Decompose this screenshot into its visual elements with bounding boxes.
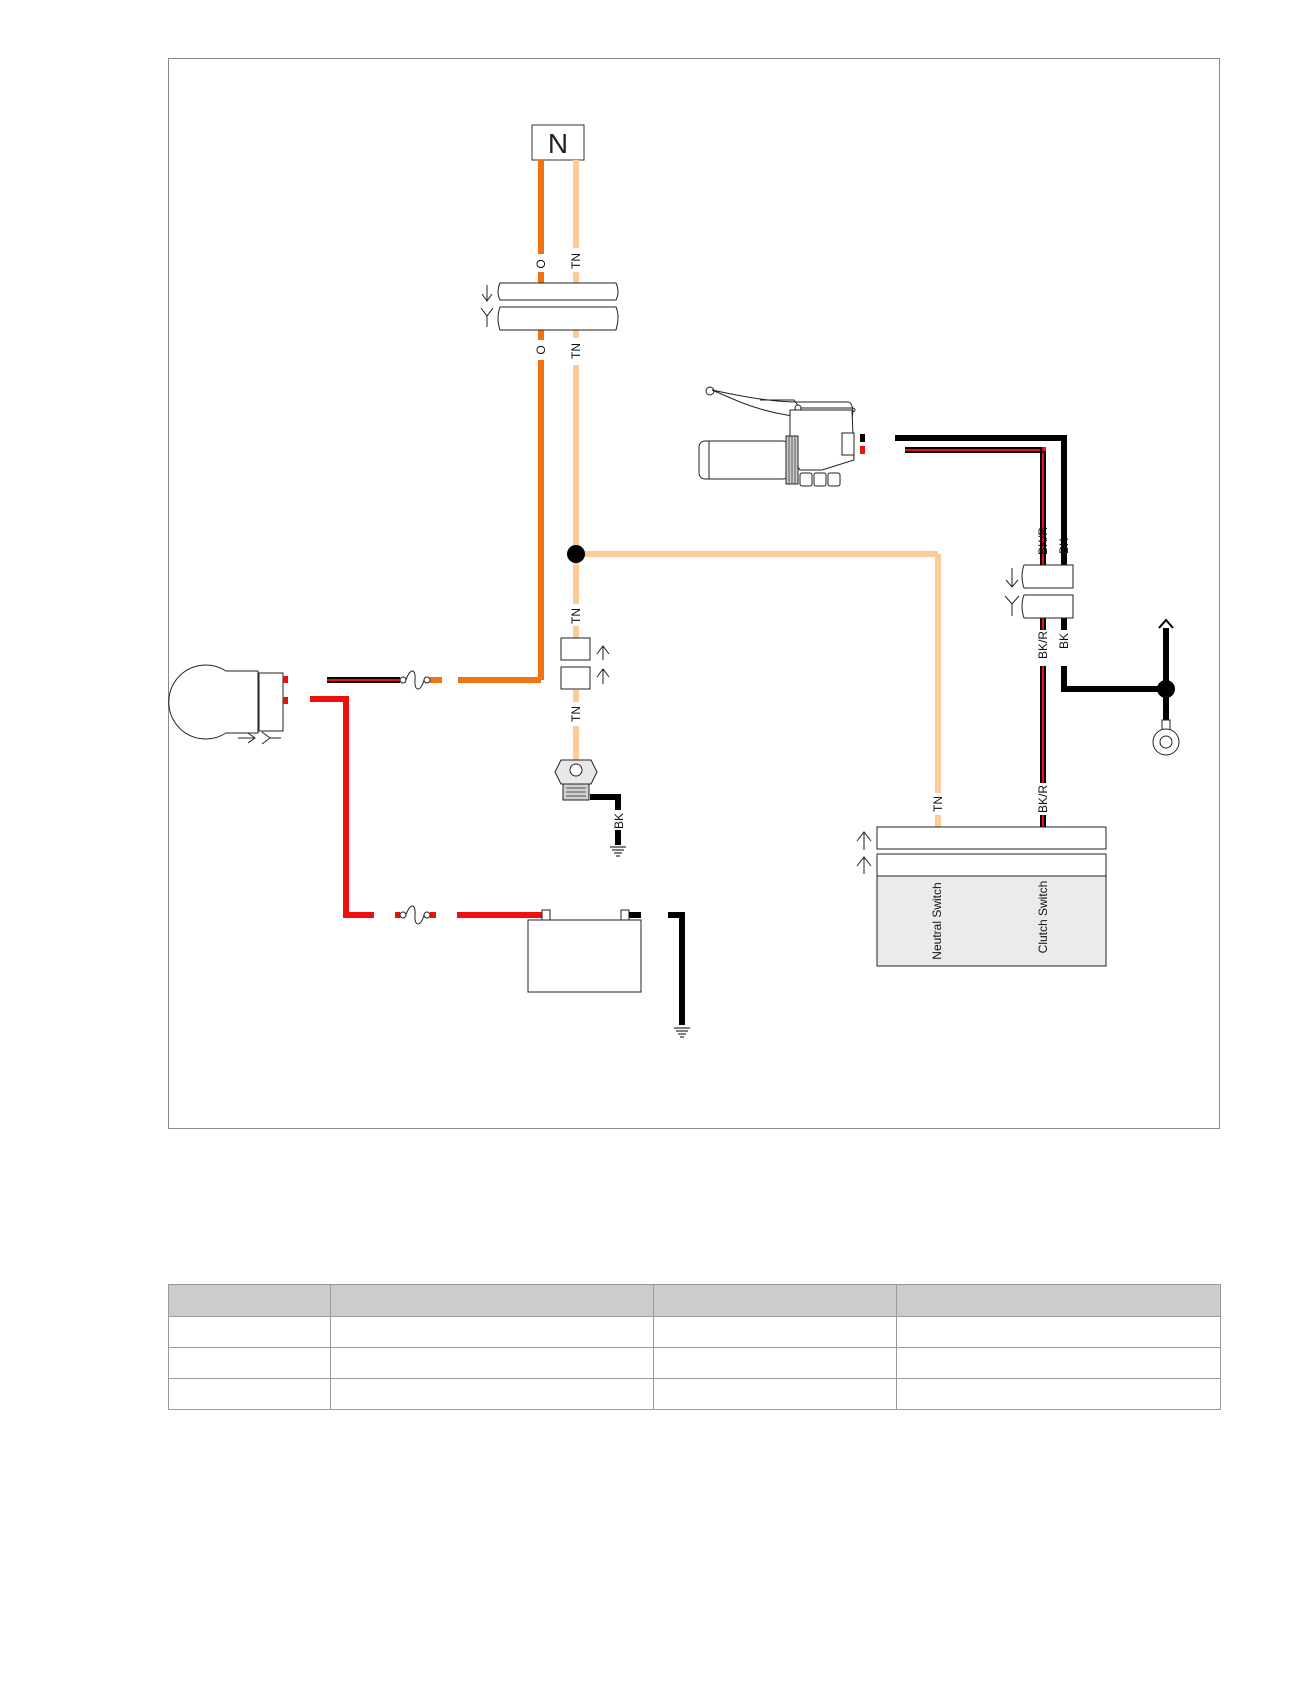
- table-row: [168, 1378, 1221, 1410]
- ground-icon: [673, 1027, 691, 1038]
- wire-label-sensor-ground: BK: [612, 813, 626, 829]
- upper-connector: [480, 282, 619, 331]
- battery-ground-wire: [668, 912, 691, 1038]
- clutch-switch-wires: [895, 435, 1166, 827]
- table-row: [168, 1347, 1221, 1379]
- orange-wire: [430, 160, 544, 683]
- table-cell: [653, 1378, 897, 1410]
- wire-label-tan-sensor-lower: TN: [569, 706, 583, 722]
- table-row: [168, 1316, 1221, 1348]
- battery-icon: [527, 909, 642, 993]
- ring-terminal-icon: [1152, 719, 1180, 756]
- table-header-cell: [653, 1284, 897, 1317]
- connector-icon: [856, 831, 872, 874]
- ground-icon: [609, 846, 627, 857]
- clutch-connector: [1004, 564, 1074, 619]
- lamp-feed-wire: [327, 670, 440, 690]
- table-header-row: [168, 1284, 1221, 1317]
- connector-icon: [238, 731, 281, 745]
- table-cell: [896, 1378, 1221, 1410]
- wire-label-tan-upper: TN: [569, 253, 583, 269]
- wire-label-orange-lower: O: [534, 345, 548, 354]
- table-cell: [896, 1316, 1221, 1348]
- clutch-switch-label: Clutch Switch: [1036, 881, 1050, 954]
- table-cell: [330, 1316, 654, 1348]
- sensor-connector: [560, 637, 610, 690]
- wiring-diagram: N O TN O TN: [168, 124, 1180, 1038]
- wire-label-clutch-bkr-lower: BK/R: [1036, 631, 1050, 659]
- table-cell: [653, 1347, 897, 1379]
- ground-lug: [1152, 618, 1180, 756]
- legend-table: [168, 1284, 1221, 1410]
- fuse-icon: [399, 670, 431, 690]
- neutral-indicator-symbol: N: [548, 128, 568, 159]
- switch-module: Neutral Switch Clutch Switch: [856, 826, 1107, 967]
- neutral-indicator: N: [531, 124, 585, 161]
- wire-label-clutch-bk-lower: BK: [1057, 633, 1071, 649]
- neutral-switch-sensor-icon: [554, 759, 598, 801]
- table-cell: [896, 1347, 1221, 1379]
- wire-label-clutch-bk-upper: BK: [1057, 538, 1071, 554]
- connector-icon: [480, 285, 494, 327]
- wire-label-tan-lower: TN: [569, 343, 583, 359]
- wire-label-clutch-bkr-upper: BK/R: [1036, 527, 1050, 555]
- table-header-cell: [896, 1284, 1221, 1317]
- bulb-icon: [168, 664, 288, 745]
- neutral-switch-label: Neutral Switch: [930, 882, 944, 959]
- battery-feed-wire: [310, 696, 542, 925]
- sensor-ground-wire: [590, 794, 627, 857]
- table-cell: [168, 1347, 331, 1379]
- table-header-cell: [168, 1284, 331, 1317]
- table-cell: [168, 1316, 331, 1348]
- table-cell: [330, 1347, 654, 1379]
- table-cell: [330, 1378, 654, 1410]
- wiring-diagram-frame: [168, 58, 1220, 1129]
- splice-icon: [567, 545, 585, 563]
- wire-label-tan-sensor-upper: TN: [569, 608, 583, 624]
- connector-icon: [1004, 568, 1020, 616]
- table-cell: [168, 1378, 331, 1410]
- connector-icon: [596, 645, 610, 684]
- table-header-cell: [330, 1284, 654, 1317]
- fuse-icon: [399, 905, 431, 925]
- clutch-lever-icon: [698, 386, 865, 487]
- wire-label-module-tan: TN: [931, 796, 945, 812]
- tan-wire: [573, 160, 941, 827]
- wire-label-module-bkr: BK/R: [1036, 785, 1050, 813]
- table-cell: [653, 1316, 897, 1348]
- wire-label-orange-upper: O: [534, 259, 548, 268]
